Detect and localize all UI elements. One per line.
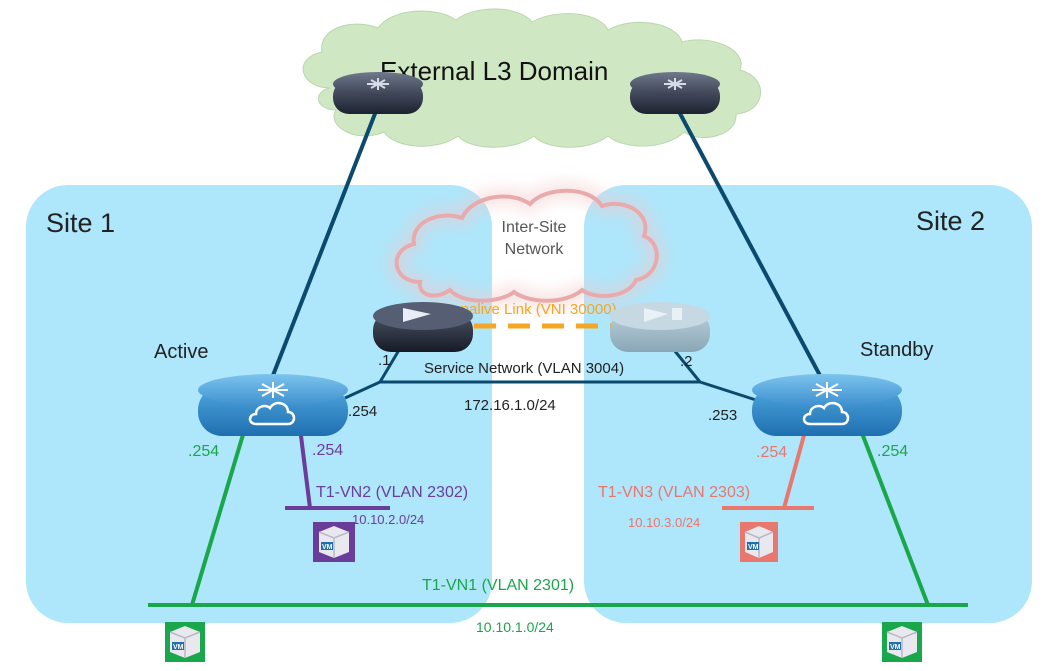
- external-router-right: [630, 72, 720, 114]
- service-node-active: [373, 302, 473, 352]
- standby-vn3-addr: .254: [756, 444, 787, 461]
- vm-icon-vn3: VM: [740, 522, 778, 562]
- site-1-label: Site 1: [46, 208, 115, 238]
- play-icon: [403, 308, 431, 322]
- service-right-addr: .2: [680, 353, 693, 370]
- play-pause-icon: [644, 308, 668, 322]
- standby-node: [752, 374, 902, 436]
- service-left-addr: .1: [378, 352, 391, 369]
- router-arrows-icon: [664, 78, 686, 90]
- standby-service-addr: .253: [708, 407, 737, 424]
- cloud-icon: [802, 401, 850, 426]
- uplink-active: [268, 105, 380, 384]
- svg-text:VM: VM: [748, 544, 759, 551]
- external-router-left: [333, 72, 423, 114]
- svg-text:VM: VM: [322, 544, 333, 551]
- service-subnet-label: 172.16.1.0/24: [464, 397, 556, 414]
- vm-icon-vn1-left: VM: [165, 622, 205, 662]
- vn2-label: T1-VN2 (VLAN 2302): [316, 484, 468, 501]
- cloud-icon: [248, 401, 296, 426]
- service-network-label: Service Network (VLAN 3004): [424, 360, 624, 377]
- vn3-subnet: 10.10.3.0/24: [628, 515, 700, 530]
- active-vn2-addr: .254: [312, 442, 343, 459]
- active-vn1-addr: .254: [188, 443, 219, 460]
- uplink-standby: [674, 105, 826, 384]
- vn2-subnet: 10.10.2.0/24: [352, 512, 424, 527]
- vn1-subnet: 10.10.1.0/24: [476, 619, 554, 635]
- vm-icon-vn2: VM: [313, 522, 355, 562]
- vn1-drop-standby: [858, 427, 930, 606]
- standby-label: Standby: [860, 339, 933, 361]
- standby-vn1-addr: .254: [877, 443, 908, 460]
- service-node-standby: [610, 302, 710, 352]
- vm-icon-vn1-right: VM: [882, 622, 922, 662]
- vn1-label: T1-VN1 (VLAN 2301): [422, 577, 574, 594]
- router-arrows-icon: [367, 78, 389, 90]
- keepalive-label: Keepalive Link (VNI 30000): [434, 301, 617, 318]
- active-label: Active: [154, 341, 208, 363]
- service-line-standby: [699, 380, 757, 402]
- vn3-drop: [782, 427, 808, 509]
- svg-text:VM: VM: [890, 644, 901, 651]
- router-arrows-icon: [812, 382, 842, 398]
- service-line-active: [344, 380, 381, 400]
- vn1-drop-active: [190, 427, 247, 606]
- inter-site-network-cloud: Inter-Site Network: [389, 183, 664, 308]
- isn-label-line1: Inter-Site: [502, 219, 567, 236]
- router-arrows-icon: [258, 382, 288, 398]
- svg-text:VM: VM: [173, 644, 184, 651]
- vn3-label: T1-VN3 (VLAN 2303): [598, 484, 750, 501]
- active-node: [198, 374, 348, 436]
- active-service-addr: .254: [348, 403, 377, 420]
- site-2-label: Site 2: [916, 206, 985, 236]
- isn-label-line2: Network: [505, 241, 565, 258]
- vn2-drop: [298, 427, 312, 509]
